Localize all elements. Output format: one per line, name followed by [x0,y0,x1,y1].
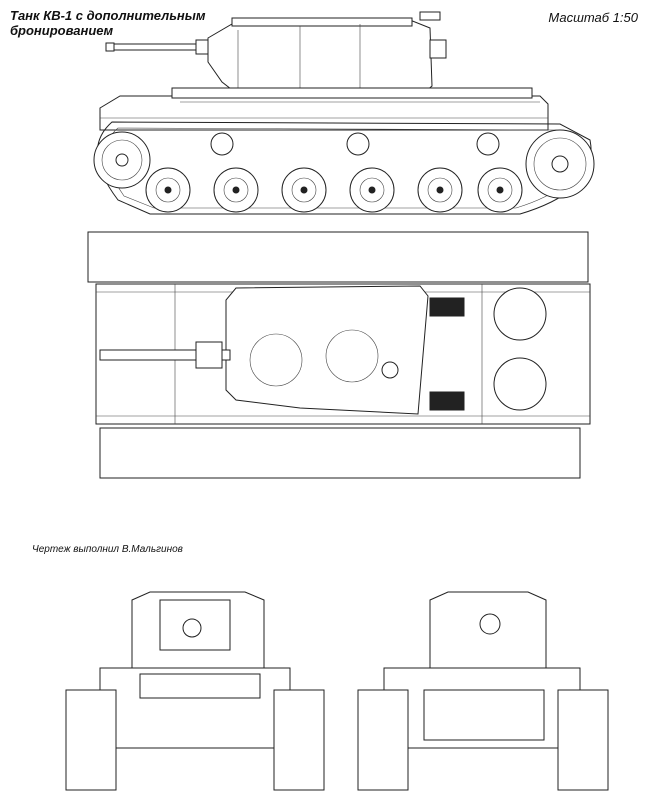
turret-top [225,285,429,415]
return-rollers [210,132,500,156]
road-wheels [145,167,523,213]
drawing-title-line-1: Танк КВ-1 с дополнительным [10,8,206,23]
front-left-track [65,689,117,791]
right-track-top [99,427,581,479]
rear-right-track [557,689,609,791]
front-view [65,591,325,791]
hull-side [99,87,549,131]
rear-plate [423,689,545,741]
rear-turret-port [479,613,501,635]
gun-barrel-top [99,341,231,369]
drawing-title: Танк КВ-1 с дополнительным бронированием [10,8,250,38]
rear-view [357,591,609,791]
front-right-track [273,689,325,791]
author-credit: Чертеж выполнил В.Мальгинов [32,544,183,555]
engine-hatches [429,287,547,411]
front-glacis [139,673,261,699]
left-track-top [87,231,589,283]
top-view [87,231,591,479]
turret [207,11,447,97]
gun-barrel [105,39,213,55]
scale-label: Масштаб 1:50 [548,10,638,25]
drawing-title-line-2: бронированием [10,23,114,38]
drive-sprocket [525,129,595,199]
side-view [93,11,595,215]
idler-wheel [93,131,151,189]
rear-left-track [357,689,409,791]
front-gun-muzzle [182,618,202,638]
